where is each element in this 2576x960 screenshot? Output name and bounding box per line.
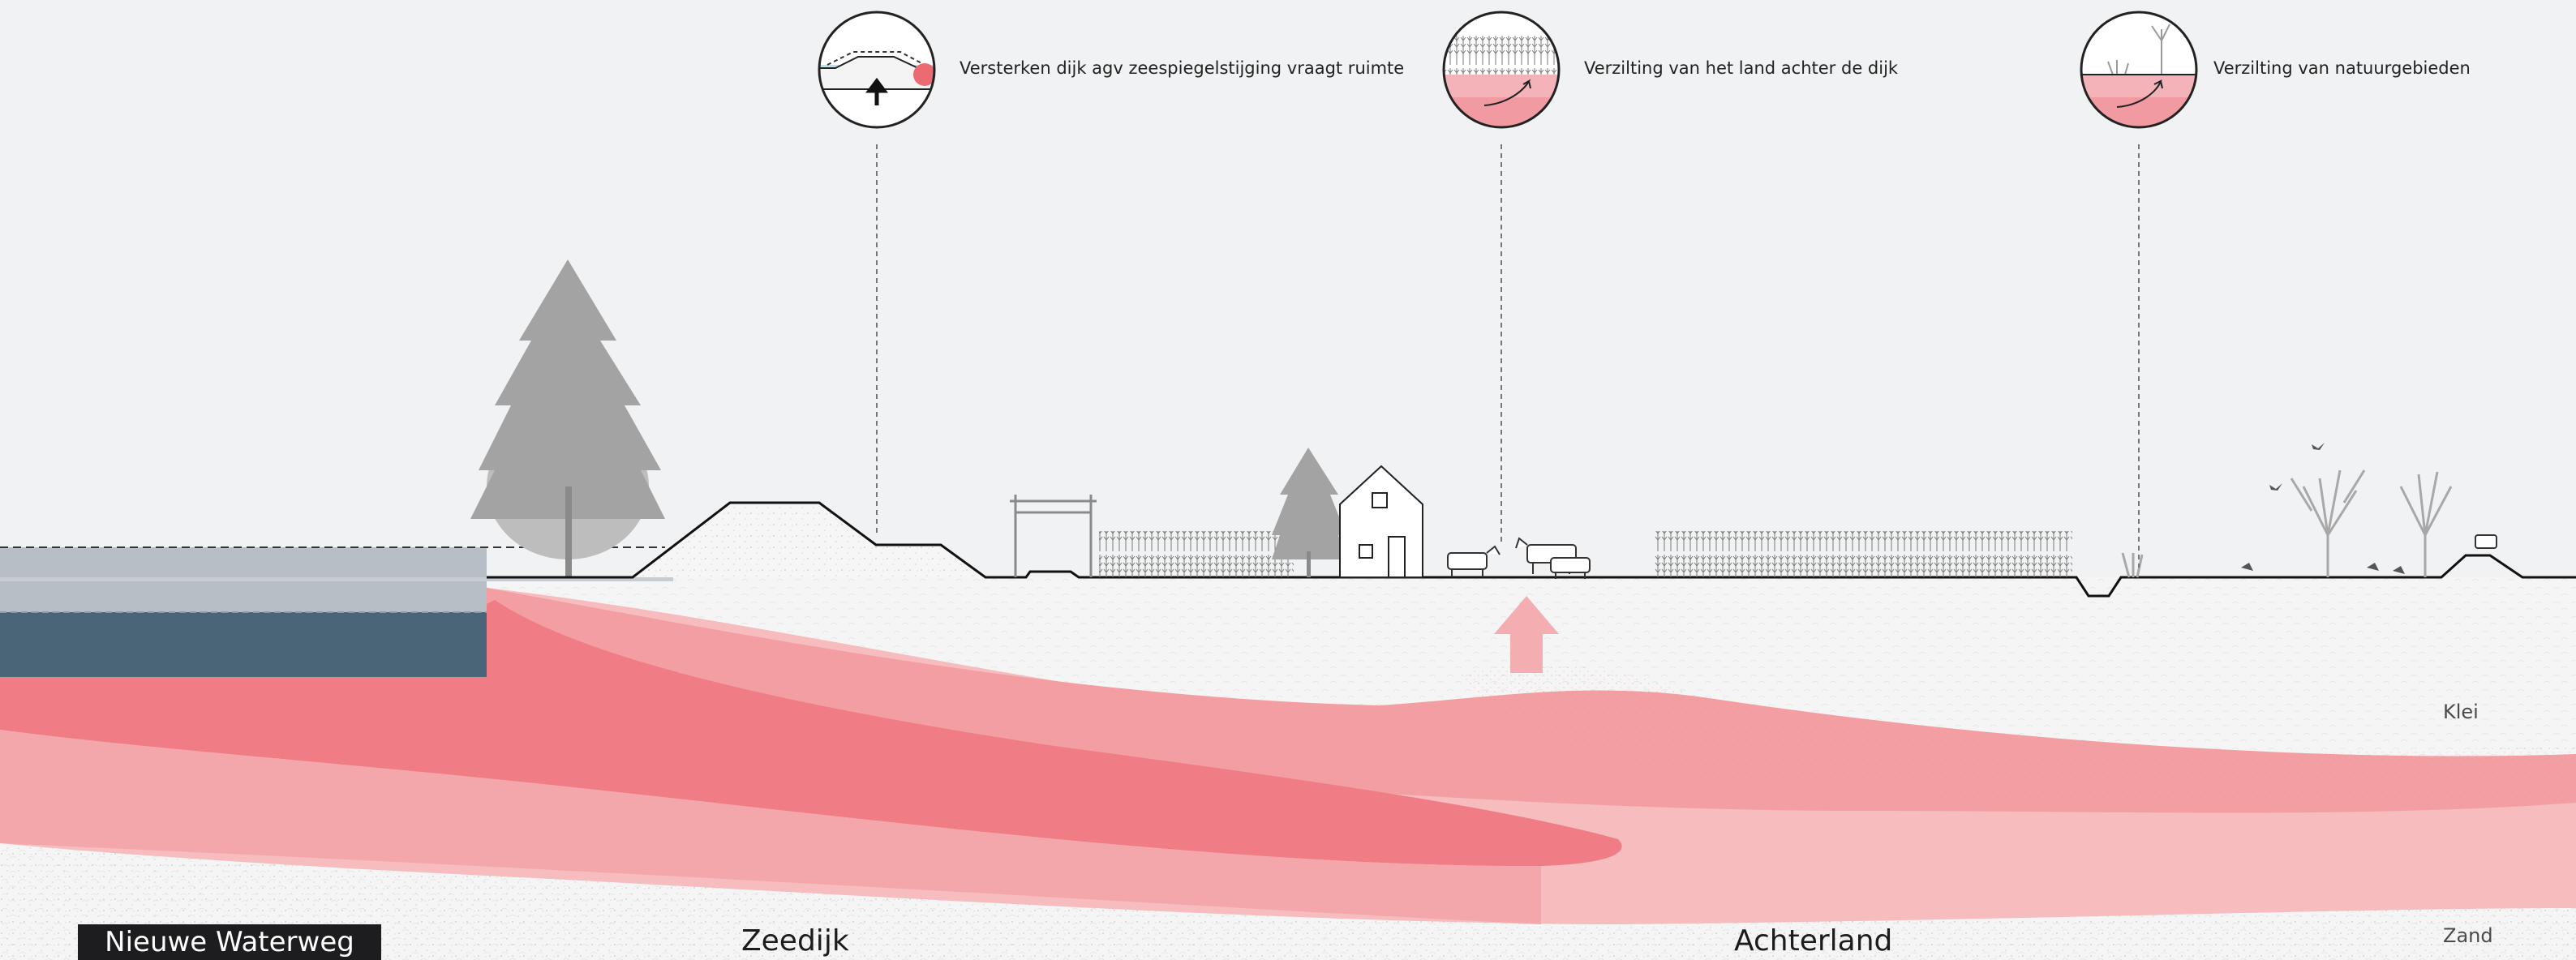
crop-field-left xyxy=(1099,531,1294,577)
annotation-nature-salinization: Verzilting van natuurgebieden xyxy=(2213,58,2471,78)
salt-zone-lower xyxy=(0,730,1541,924)
crop-field-right xyxy=(1655,531,2072,577)
crop-salinization-icon xyxy=(1442,11,1561,129)
tree-large xyxy=(470,259,665,577)
dike-raise-icon xyxy=(818,11,936,129)
ground-profile-line xyxy=(487,501,2576,598)
bird-icons xyxy=(2241,443,2405,574)
zone-label-hinterland: Achterland xyxy=(1734,924,1893,958)
zone-label-dike: Zeedijk xyxy=(741,924,849,958)
soil-label-clay: Klei xyxy=(2443,701,2479,723)
cow-3 xyxy=(1550,557,1591,579)
zone-label-water: Nieuwe Waterweg xyxy=(78,924,381,960)
soil-label-sand: Zand xyxy=(2443,924,2493,947)
salt-seepage-arrow xyxy=(1494,596,1559,673)
car-icon xyxy=(2475,534,2497,549)
tree-farm xyxy=(1272,448,1346,577)
salt-texture xyxy=(1460,665,2576,807)
gate xyxy=(1010,495,1097,577)
nature-trees xyxy=(2121,469,2453,578)
cow-1 xyxy=(1447,545,1501,577)
dike-texture xyxy=(633,503,985,577)
quay-edge xyxy=(0,577,673,581)
farmhouse xyxy=(1339,465,1423,578)
annotation-dike-raise: Versterken dijk agv zeespiegelstijging v… xyxy=(960,58,1405,78)
annotation-land-salinization: Verzilting van het land achter de dijk xyxy=(1584,58,1899,78)
nature-salinization-icon xyxy=(2080,11,2198,129)
water-body xyxy=(0,612,487,677)
